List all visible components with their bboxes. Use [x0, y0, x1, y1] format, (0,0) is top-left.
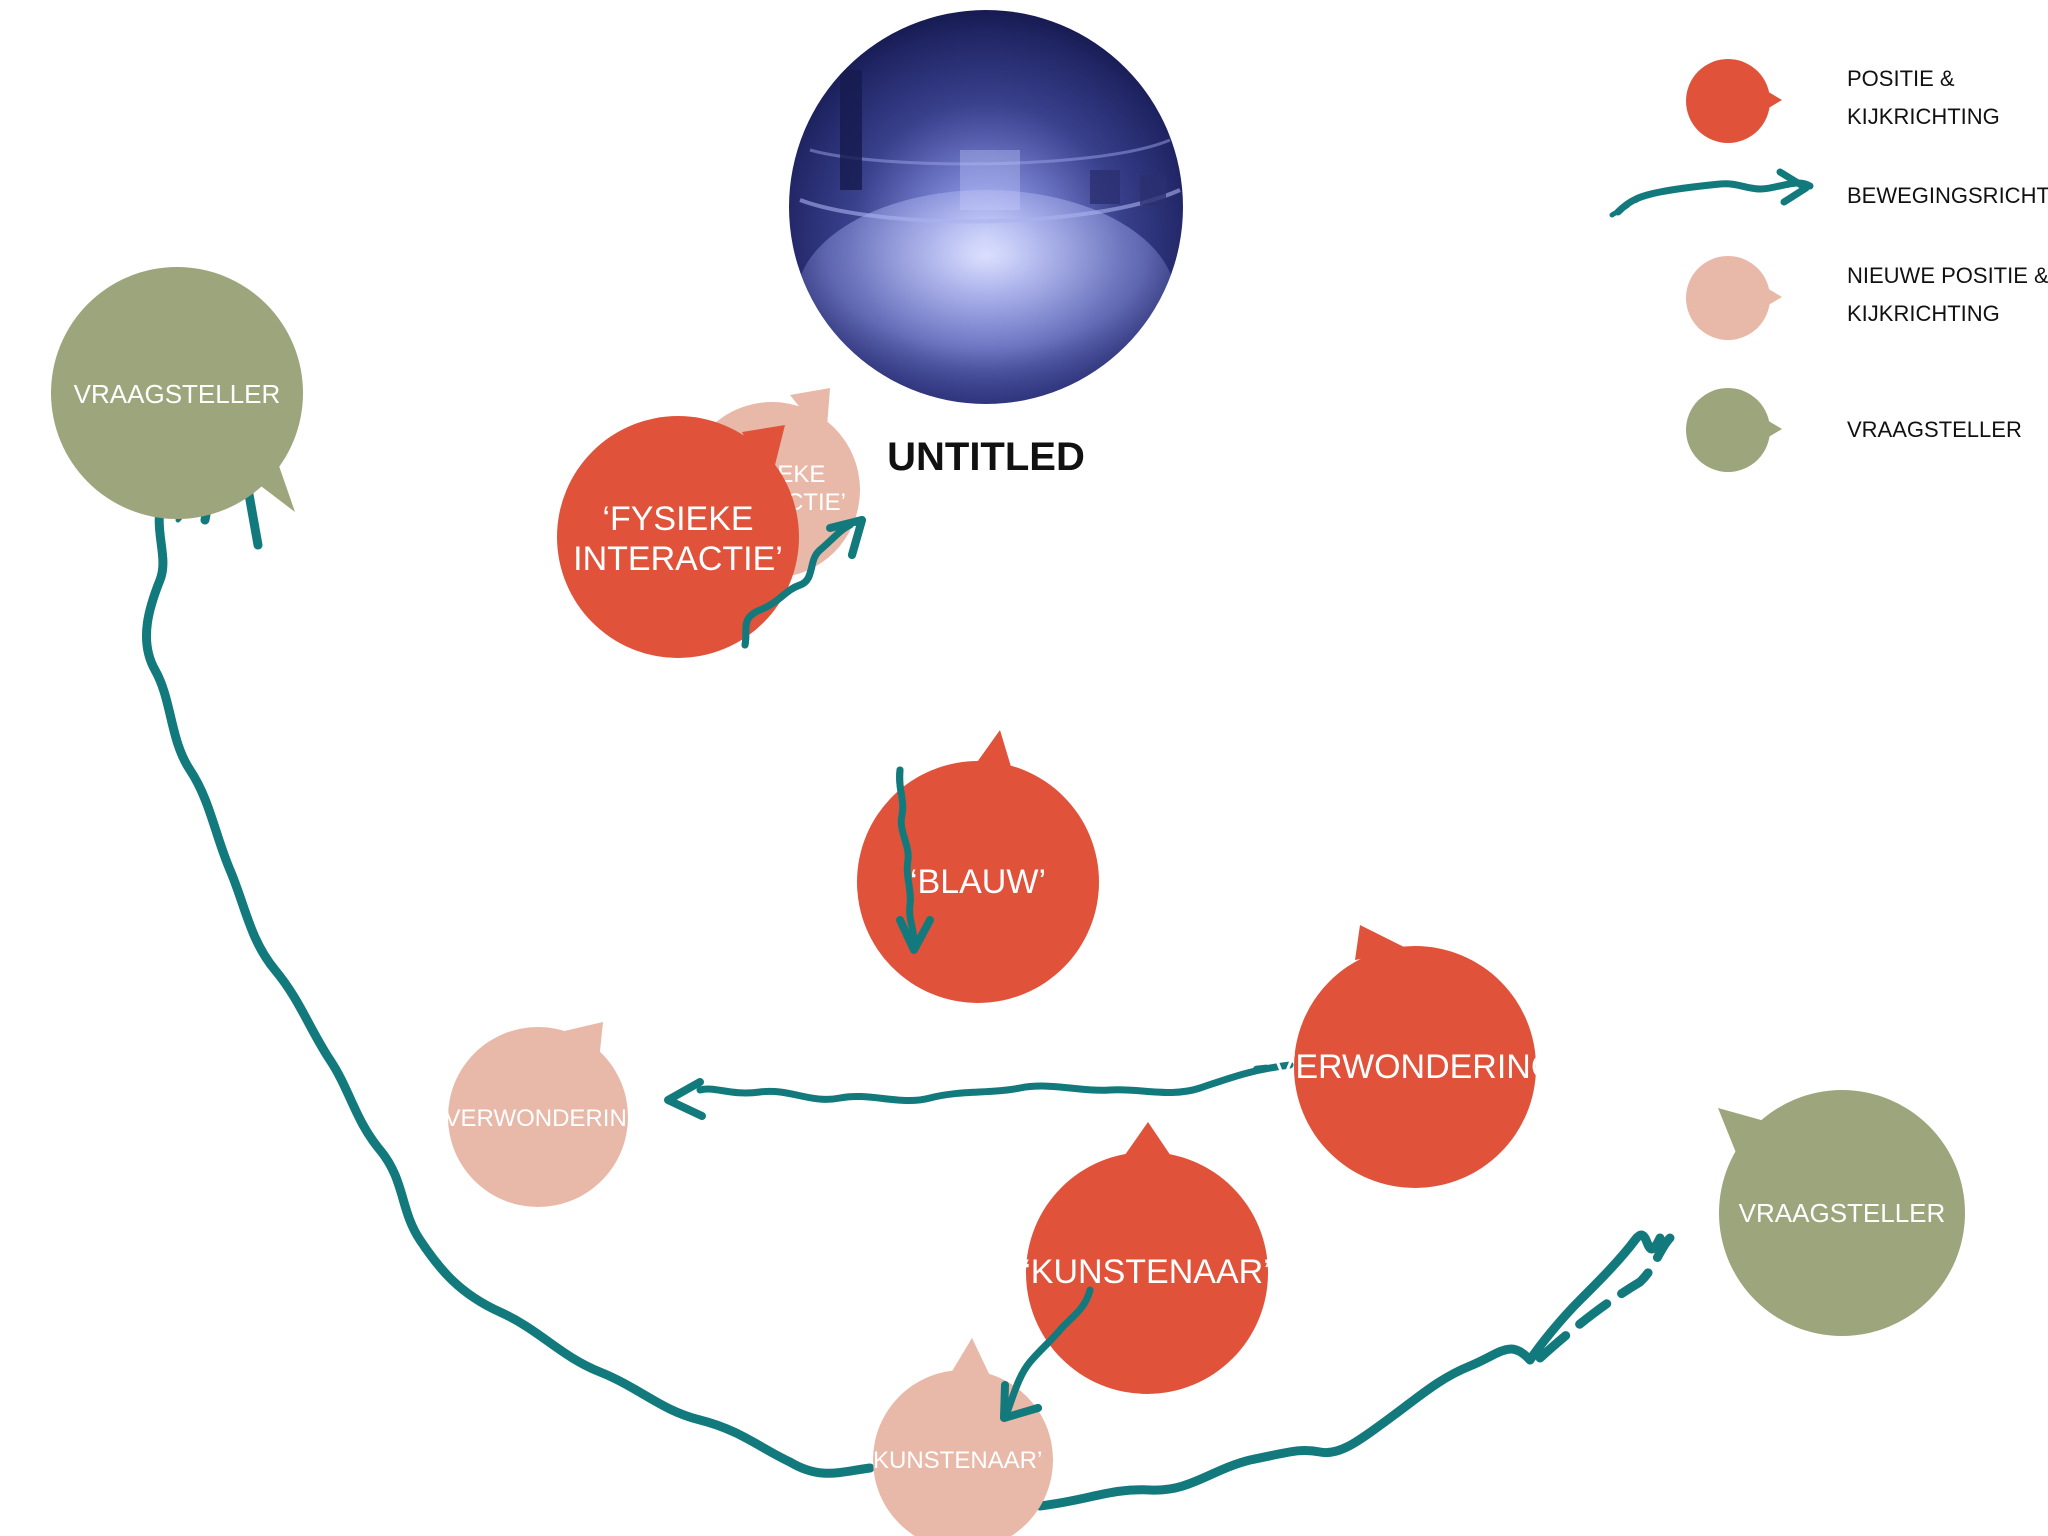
wavy-arrow-icon [1609, 168, 1814, 218]
legend-position-symbol [1686, 59, 1782, 143]
movement-path-main-arc [142, 401, 875, 1478]
verwondering-bubble: ‘VERWONDERING’ [1265, 925, 1565, 1188]
legend: POSITIE & KIJKRICHTING BEWEGINGSRICHTING… [1609, 59, 2048, 472]
fysieke-bubble: ‘FYSIEKE INTERACTIE’ [557, 416, 799, 658]
movement-path-fysieke-overlay [741, 521, 854, 649]
verwondering-new-label: ‘VERWONDERING’ [439, 1105, 651, 1132]
kunstenaar-label: ‘KUNSTENAAR’ [1023, 1253, 1270, 1291]
verwondering-new-bubble: ‘VERWONDERING’ [439, 1022, 651, 1207]
blauw-bubble: ‘BLAUW’ [857, 730, 1099, 1003]
legend-new-position-label-2: KIJKRICHTING [1847, 301, 2000, 326]
legend-new-position-label-1: NIEUWE POSITIE & [1847, 263, 2048, 288]
questioner-left-label: VRAAGSTELLER [74, 379, 281, 409]
questioner-bubble-left: VRAAGSTELLER [51, 267, 303, 519]
questioner-bubble-right: VRAAGSTELLER [1718, 1090, 1965, 1336]
movement-path-kunstenaar-arrowhead-overlay [1000, 1381, 1042, 1422]
legend-new-position-symbol [1686, 256, 1782, 340]
movement-path-kunstenaar-overlay [1004, 1286, 1094, 1414]
movement-path-right-dashes [1535, 1233, 1675, 1363]
legend-movement-label: BEWEGINGSRICHTING [1847, 183, 2048, 208]
movement-path-verwondering [696, 1061, 1294, 1104]
kunstenaar-bubble: ‘KUNSTENAAR’ [1023, 1122, 1271, 1394]
questioner-right-label: VRAAGSTELLER [1739, 1198, 1946, 1228]
verwondering-label: ‘VERWONDERING’ [1265, 1048, 1565, 1086]
page-title: UNTITLED [887, 435, 1085, 479]
fysieke-label-2: INTERACTIE’ [573, 540, 783, 578]
movement-path-blauw-arrowhead-overlay [896, 916, 934, 954]
movement-path-verwondering-dash [1242, 1062, 1293, 1073]
kunstenaar-new-label: ‘KUNSTENAAR’ [868, 1447, 1043, 1474]
movement-path-fysieke-arrowhead-overlay [826, 516, 866, 559]
blauw-label: ‘BLAUW’ [910, 863, 1046, 901]
movement-path-verwondering-arrowhead [664, 1078, 706, 1120]
movement-path-blauw-overlay [896, 766, 918, 949]
legend-position-label-2: KIJKRICHTING [1847, 104, 2000, 129]
legend-position-label-1: POSITIE & [1847, 66, 1955, 91]
legend-questioner-symbol [1686, 388, 1782, 472]
movement-path-right-arc [1035, 1230, 1665, 1511]
legend-questioner-label: VRAAGSTELLER [1847, 417, 2022, 442]
fysieke-label-1: ‘FYSIEKE [602, 500, 753, 538]
panorama-sphere-icon [789, 10, 1183, 404]
